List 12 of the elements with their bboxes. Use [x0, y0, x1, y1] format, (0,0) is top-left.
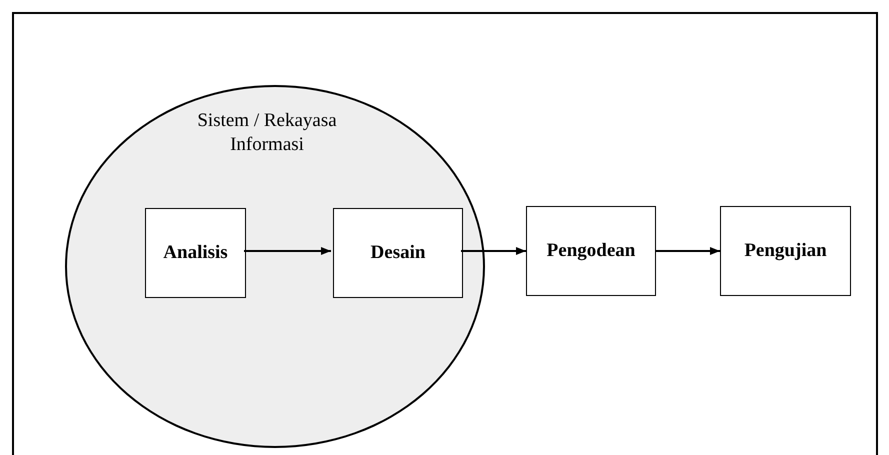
process-label: Analisis: [163, 242, 228, 264]
arrow: [461, 247, 526, 255]
arrow: [656, 247, 720, 255]
region-title: Sistem / Rekayasa Informasi: [196, 109, 338, 156]
process-label: Pengodean: [546, 240, 636, 262]
process-box: [145, 208, 246, 298]
arrow: [244, 247, 331, 255]
process-box: [526, 206, 656, 296]
process-box: [720, 206, 851, 296]
process-label: Pengujian: [744, 240, 827, 262]
process-label: Desain: [370, 242, 426, 264]
process-box: [333, 208, 463, 298]
